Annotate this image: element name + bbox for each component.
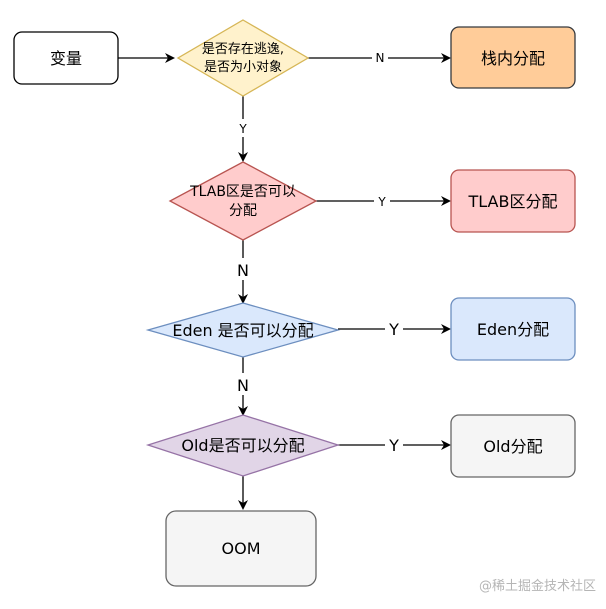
edge-label-eden-old: N <box>237 376 249 395</box>
watermark: @稀土掘金技术社区 <box>479 578 596 594</box>
edge-label-escape-tlab: Y <box>238 122 247 136</box>
decision-tlab <box>168 161 318 241</box>
edge-label-eden-alloc: Y <box>388 320 399 339</box>
node-oom <box>165 510 317 587</box>
decision-eden <box>145 302 341 358</box>
decision-escape-line2: 是否为小对象 <box>204 60 282 75</box>
decision-old <box>145 414 341 477</box>
node-variable-label: 变量 <box>50 49 82 68</box>
node-tlab-alloc <box>450 169 576 233</box>
node-variable <box>13 31 119 85</box>
decision-tlab-line1: TLAB区是否可以 <box>189 184 296 200</box>
node-old-alloc <box>450 414 576 478</box>
node-eden-alloc <box>450 297 576 361</box>
node-stack-alloc <box>450 26 576 89</box>
decision-escape-line1: 是否存在逃逸, <box>202 42 284 57</box>
decision-old-label: Old是否可以分配 <box>181 436 304 455</box>
decision-escape <box>176 19 310 97</box>
decision-tlab-line2: 分配 <box>229 203 257 219</box>
node-stack-alloc-label: 栈内分配 <box>481 49 545 68</box>
node-tlab-alloc-label: TLAB区分配 <box>468 192 558 211</box>
node-oom-label: OOM <box>222 539 261 558</box>
node-old-alloc-label: Old分配 <box>483 437 542 456</box>
edge-label-tlab-eden: N <box>237 261 249 280</box>
edge-label-escape-stack: N <box>376 51 385 65</box>
edge-label-old-alloc: Y <box>388 436 399 455</box>
edge-label-tlab-alloc: Y <box>377 195 386 209</box>
node-eden-alloc-label: Eden分配 <box>477 320 549 339</box>
decision-eden-label: Eden 是否可以分配 <box>172 321 313 340</box>
